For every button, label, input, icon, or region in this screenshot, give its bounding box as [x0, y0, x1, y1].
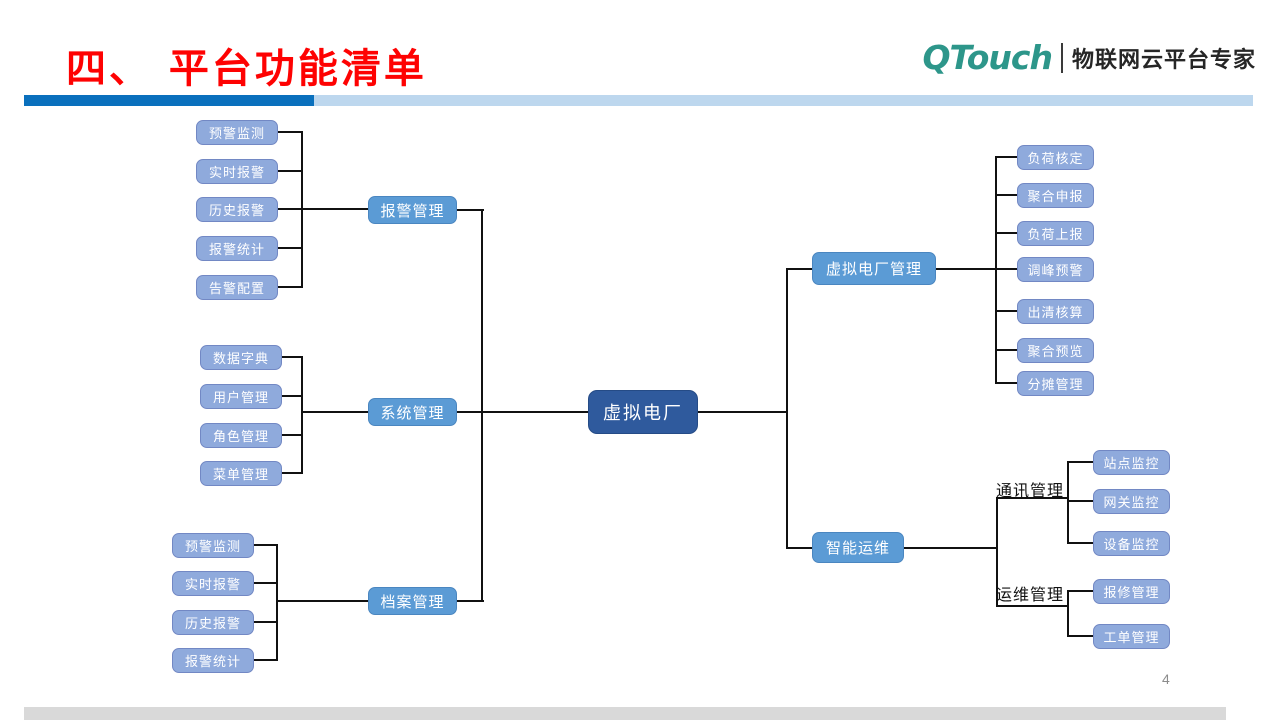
connector-line — [1067, 500, 1093, 502]
connector-line — [996, 497, 998, 607]
connector-line — [996, 349, 1017, 351]
footer-bar — [24, 707, 1226, 720]
connector-line — [996, 156, 1017, 158]
connector-line — [282, 356, 302, 358]
node-leaf-vpp-7: 分摊管理 — [1017, 371, 1094, 396]
node-leaf-comm-3: 设备监控 — [1093, 531, 1170, 556]
connector-line — [254, 621, 277, 623]
connector-line — [282, 434, 302, 436]
page-number: 4 — [1162, 671, 1170, 687]
node-branch-system-management: 系统管理 — [368, 398, 457, 426]
brand-tagline: 物联网云平台专家 — [1071, 46, 1256, 72]
connector-line — [996, 605, 1068, 607]
connector-line — [1067, 635, 1093, 637]
connector-line — [787, 547, 812, 549]
connector-line — [995, 156, 997, 384]
connector-line — [481, 209, 483, 602]
connector-line — [254, 659, 277, 661]
connector-line — [1067, 461, 1069, 544]
connector-line — [698, 411, 787, 413]
node-leaf-archive-1: 预警监测 — [172, 533, 254, 558]
node-leaf-alarm-1: 预警监测 — [196, 120, 278, 145]
connector-line — [904, 547, 997, 549]
node-branch-archive-management: 档案管理 — [368, 587, 457, 615]
connector-line — [282, 395, 302, 397]
node-leaf-archive-4: 报警统计 — [172, 648, 254, 673]
connector-line — [936, 268, 1017, 270]
connector-line — [278, 208, 368, 210]
node-leaf-ops-2: 工单管理 — [1093, 624, 1170, 649]
node-leaf-archive-2: 实时报警 — [172, 571, 254, 596]
node-branch-vpp-management: 虚拟电厂管理 — [812, 252, 936, 285]
connector-line — [282, 472, 302, 474]
connector-line — [996, 497, 1068, 499]
connector-line — [254, 582, 277, 584]
connector-line — [786, 268, 788, 549]
node-leaf-vpp-6: 聚合预览 — [1017, 338, 1094, 363]
node-leaf-vpp-2: 聚合申报 — [1017, 183, 1094, 208]
connector-line — [1067, 461, 1093, 463]
connector-line — [1067, 590, 1093, 592]
connector-line — [276, 544, 278, 661]
node-branch-intelligent-operations: 智能运维 — [812, 532, 904, 563]
connector-line — [457, 600, 484, 602]
qtouch-logo: QTouch — [922, 38, 1053, 77]
node-leaf-alarm-5: 告警配置 — [196, 275, 278, 300]
title-accent-bar-light — [314, 95, 1253, 106]
node-branch-alarm-management: 报警管理 — [368, 196, 457, 224]
connector-line — [996, 194, 1017, 196]
node-leaf-system-3: 角色管理 — [200, 423, 282, 448]
connector-line — [457, 209, 484, 211]
brand-divider — [1060, 42, 1063, 73]
node-leaf-archive-3: 历史报警 — [172, 610, 254, 635]
connector-line — [278, 131, 302, 133]
connector-line — [996, 382, 1017, 384]
node-leaf-alarm-4: 报警统计 — [196, 236, 278, 261]
node-leaf-vpp-1: 负荷核定 — [1017, 145, 1094, 170]
connector-line — [278, 247, 302, 249]
node-leaf-comm-2: 网关监控 — [1093, 489, 1170, 514]
node-leaf-alarm-3: 历史报警 — [196, 197, 278, 222]
node-leaf-system-1: 数据字典 — [200, 345, 282, 370]
group-label-communication-management: 通讯管理 — [996, 483, 1065, 500]
connector-line — [301, 131, 303, 288]
connector-line — [277, 600, 368, 602]
connector-line — [1067, 590, 1069, 637]
connector-line — [996, 232, 1017, 234]
connector-line — [254, 544, 277, 546]
connector-line — [278, 170, 302, 172]
brand-block: QTouch 物联网云平台专家 — [922, 38, 1256, 77]
node-leaf-alarm-2: 实时报警 — [196, 159, 278, 184]
connector-line — [1067, 542, 1093, 544]
node-leaf-vpp-5: 出清核算 — [1017, 299, 1094, 324]
node-leaf-system-4: 菜单管理 — [200, 461, 282, 486]
connector-line — [787, 268, 812, 270]
node-leaf-system-2: 用户管理 — [200, 384, 282, 409]
group-label-operations-management: 运维管理 — [996, 587, 1065, 604]
connector-line — [996, 310, 1017, 312]
connector-line — [301, 356, 303, 474]
node-leaf-comm-1: 站点监控 — [1093, 450, 1170, 475]
title-accent-bar-dark — [24, 95, 314, 106]
node-root-virtual-power-plant: 虚拟电厂 — [588, 390, 698, 434]
connector-line — [457, 411, 588, 413]
slide-title: 四、 平台功能清单 — [66, 45, 427, 92]
connector-line — [302, 411, 368, 413]
node-leaf-vpp-3: 负荷上报 — [1017, 221, 1094, 246]
node-leaf-vpp-4: 调峰预警 — [1017, 257, 1094, 282]
connector-line — [278, 286, 302, 288]
node-leaf-ops-1: 报修管理 — [1093, 579, 1170, 604]
